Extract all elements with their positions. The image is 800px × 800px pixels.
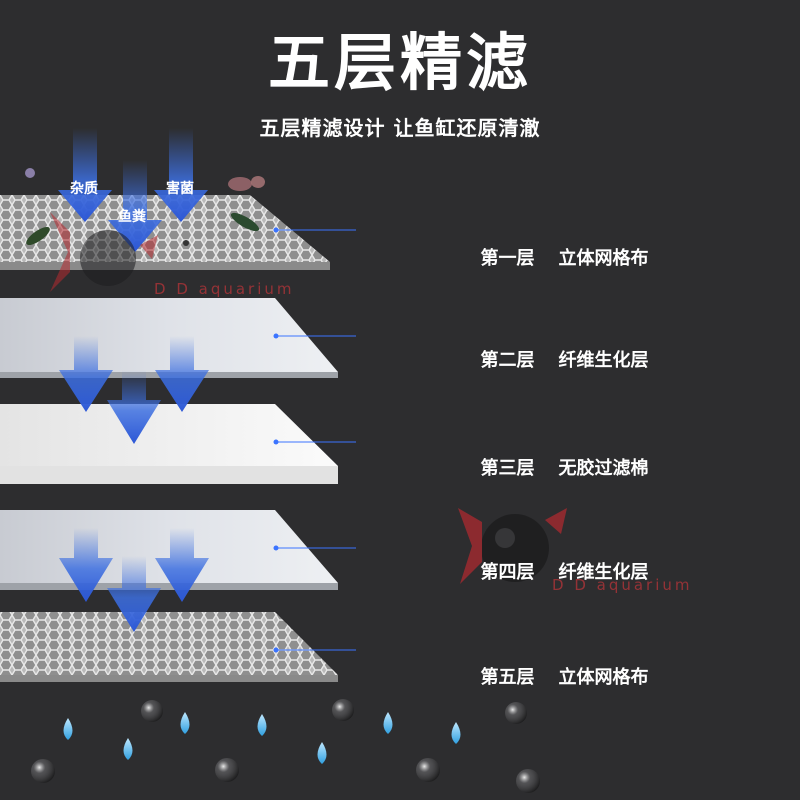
layer-label-5: 第五层 立体网格布 bbox=[468, 642, 788, 689]
bacteria-icon bbox=[25, 168, 35, 178]
impurity-label-debris: 杂质 bbox=[70, 181, 98, 197]
layer-name: 立体网格布 bbox=[558, 248, 649, 269]
watermark-text: D D aquarium bbox=[154, 280, 295, 298]
flow-arrow-icon bbox=[59, 336, 113, 412]
debris-icon bbox=[230, 212, 260, 232]
layer-5-mesh bbox=[0, 612, 338, 682]
layer-name: 纤维生化层 bbox=[558, 350, 649, 371]
bubble-icon bbox=[141, 700, 163, 722]
watermark-logo bbox=[458, 508, 567, 584]
flow-arrow-icon bbox=[108, 160, 162, 252]
leader-lines bbox=[273, 227, 356, 653]
layer-label-3: 第三层 无胶过滤棉 bbox=[468, 433, 788, 480]
page-subtitle: 五层精滤设计 让鱼缸还原清澈 bbox=[259, 116, 541, 140]
bubble-icon bbox=[215, 758, 239, 782]
layer-1-mesh bbox=[0, 168, 330, 270]
bubble-icon bbox=[416, 758, 440, 782]
droplet-icon bbox=[180, 712, 190, 734]
layer-name: 立体网格布 bbox=[558, 667, 649, 688]
bubble-icon bbox=[516, 769, 540, 793]
layer-3-cotton bbox=[0, 404, 338, 484]
bacteria-icon bbox=[228, 177, 252, 191]
droplet-icon bbox=[123, 738, 133, 760]
page-title: 五层精滤 bbox=[267, 26, 532, 99]
layer-name: 无胶过滤棉 bbox=[558, 458, 649, 479]
bubble-icon bbox=[31, 759, 55, 783]
layer-index: 第五层 bbox=[480, 667, 535, 688]
bubble-icon bbox=[505, 702, 527, 724]
flow-arrow-icon bbox=[107, 370, 161, 444]
flow-arrow-icon bbox=[155, 336, 209, 412]
debris-icon bbox=[26, 226, 50, 246]
droplet-icon bbox=[317, 742, 327, 764]
layer-name: 纤维生化层 bbox=[558, 562, 649, 583]
flow-arrow-icon bbox=[59, 528, 113, 602]
layer-label-4: 第四层 纤维生化层 bbox=[468, 537, 788, 584]
droplet-icon bbox=[257, 714, 267, 736]
flow-arrows bbox=[58, 128, 209, 632]
droplet-icon bbox=[451, 722, 461, 744]
droplet-icon bbox=[383, 712, 393, 734]
impurity-label-feces: 鱼粪 bbox=[118, 209, 146, 225]
layer-index: 第三层 bbox=[480, 458, 535, 479]
watermark-logo bbox=[50, 212, 158, 292]
watermark-text: D D aquarium bbox=[552, 576, 693, 594]
layer-index: 第二层 bbox=[480, 350, 535, 371]
bubble-icon bbox=[332, 699, 354, 721]
layer-2-fiber bbox=[0, 298, 338, 378]
layer-label-2: 第二层 纤维生化层 bbox=[468, 325, 788, 372]
droplet-icon bbox=[63, 718, 73, 740]
layer-index: 第一层 bbox=[480, 248, 535, 269]
flow-arrow-icon bbox=[107, 556, 161, 632]
water-droplets bbox=[63, 712, 461, 764]
flow-arrow-icon bbox=[155, 528, 209, 602]
layer-index: 第四层 bbox=[480, 562, 535, 583]
bubbles bbox=[31, 699, 540, 793]
flow-arrow-icon bbox=[58, 128, 112, 222]
layer-label-1: 第一层 立体网格布 bbox=[468, 223, 788, 270]
flow-arrow-icon bbox=[154, 128, 208, 222]
impurity-label-bacteria: 害菌 bbox=[166, 181, 194, 197]
